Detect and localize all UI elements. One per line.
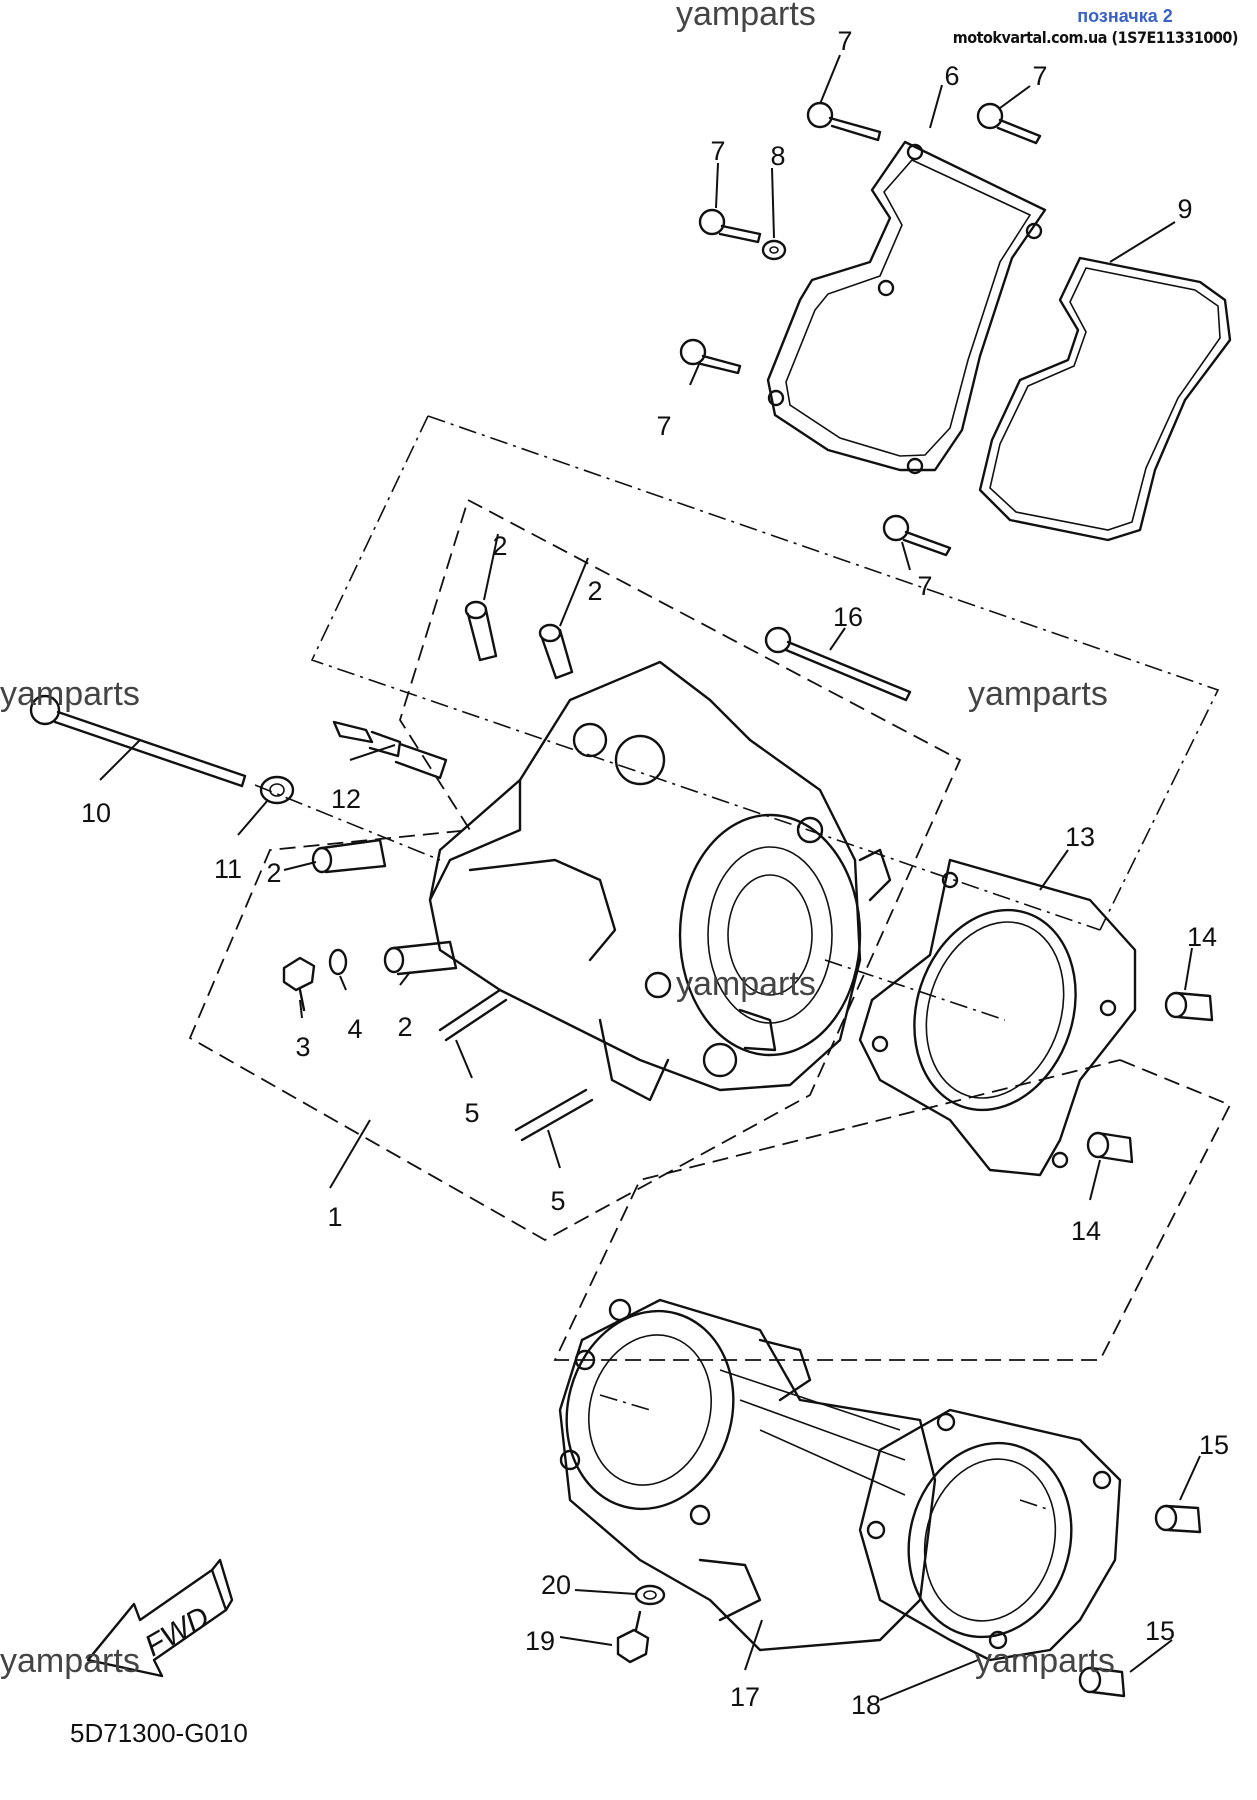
callout-8: 8 xyxy=(770,141,785,171)
cover-envelope xyxy=(310,415,1220,931)
cylinder-head xyxy=(428,660,892,1102)
head-long-bolt xyxy=(764,626,912,702)
callout-15: 15 xyxy=(1199,1430,1229,1460)
callout-4: 4 xyxy=(347,1014,362,1044)
spark-plug xyxy=(332,720,448,780)
cover-bolt xyxy=(882,514,952,557)
source-reference: motokvartal.com.ua (1S7E11331000) xyxy=(952,28,1239,47)
cylinder-block xyxy=(558,1298,937,1652)
callout-2: 2 xyxy=(266,858,281,888)
callout-15: 15 xyxy=(1145,1616,1175,1646)
cover-gasket xyxy=(978,256,1232,542)
cylinder-base-gasket xyxy=(858,1408,1122,1662)
dowel-pin xyxy=(1078,1666,1126,1698)
cover-bolt-hole xyxy=(1025,222,1043,240)
callout-7: 7 xyxy=(710,136,725,166)
cover-inner-edge xyxy=(785,159,1032,457)
callout-3: 3 xyxy=(295,1032,310,1062)
head-side-bolt xyxy=(29,694,247,788)
cover-bolt-hole xyxy=(767,389,785,407)
gasket-envelope xyxy=(553,1059,1232,1361)
cover-bolt-hole xyxy=(906,457,924,475)
stud-bolt xyxy=(438,988,508,1042)
dowel-pin xyxy=(383,940,458,976)
cover-bolt xyxy=(698,208,762,244)
callout-20: 20 xyxy=(541,1570,571,1600)
cover-bolt xyxy=(806,101,882,142)
dowel-pin xyxy=(538,623,574,680)
callout-2: 2 xyxy=(397,1012,412,1042)
drain-washer xyxy=(634,1584,666,1606)
callout-7: 7 xyxy=(1032,61,1047,91)
callout-5: 5 xyxy=(464,1098,479,1128)
stud-bolt xyxy=(514,1088,594,1142)
callout-10: 10 xyxy=(81,798,111,828)
callout-12: 12 xyxy=(331,784,361,814)
dowel-pin xyxy=(1164,991,1214,1022)
cover-bolt xyxy=(679,338,742,375)
callout-14: 14 xyxy=(1071,1216,1101,1246)
watermark: yamparts xyxy=(676,0,816,33)
callout-16: 16 xyxy=(833,602,863,632)
callout-6: 6 xyxy=(944,61,959,91)
dowel-pin xyxy=(1154,1504,1202,1534)
forward-direction-arrow xyxy=(86,1558,234,1678)
diagram-label: позначка 2 xyxy=(1077,6,1173,26)
callout-19: 19 xyxy=(525,1626,555,1656)
callout-2: 2 xyxy=(492,531,507,561)
callout-1: 1 xyxy=(327,1202,342,1232)
head-gasket xyxy=(858,858,1137,1177)
callout-7: 7 xyxy=(656,411,671,441)
watermark: yamparts xyxy=(968,675,1108,713)
cover-washer xyxy=(761,239,787,261)
flange-bolt xyxy=(282,956,316,1012)
callout-2: 2 xyxy=(587,576,602,606)
washer xyxy=(328,948,348,976)
copper-washer xyxy=(259,775,295,805)
cover-gasket-inner xyxy=(989,267,1221,531)
dowel-pin xyxy=(464,600,498,662)
callout-13: 13 xyxy=(1065,822,1095,852)
dowel-pin xyxy=(311,838,387,874)
callout-5: 5 xyxy=(550,1186,565,1216)
callout-18: 18 xyxy=(851,1690,881,1720)
callout-14: 14 xyxy=(1187,922,1217,952)
dowel-pin xyxy=(1086,1131,1134,1164)
cover-bolt-hole xyxy=(906,143,924,161)
cover-bolt-hole xyxy=(877,279,895,297)
callout-11: 11 xyxy=(214,854,242,884)
callout-17: 17 xyxy=(730,1682,760,1712)
cover-bolt xyxy=(976,102,1042,145)
callout-7: 7 xyxy=(837,26,852,56)
drain-bolt xyxy=(616,1610,650,1664)
callout-9: 9 xyxy=(1177,194,1192,224)
cylinder-head-cover xyxy=(766,140,1047,472)
diagram-code: 5D71300-G010 xyxy=(70,1718,248,1748)
callout-leader xyxy=(99,54,1201,1701)
head-envelope xyxy=(188,499,962,1242)
watermark: yamparts xyxy=(975,1642,1115,1680)
callout-7: 7 xyxy=(917,571,932,601)
watermark: yamparts xyxy=(676,965,816,1003)
assembly-axis xyxy=(254,784,1051,1511)
watermark: yamparts xyxy=(0,675,140,713)
watermark: yamparts xyxy=(0,1642,140,1680)
